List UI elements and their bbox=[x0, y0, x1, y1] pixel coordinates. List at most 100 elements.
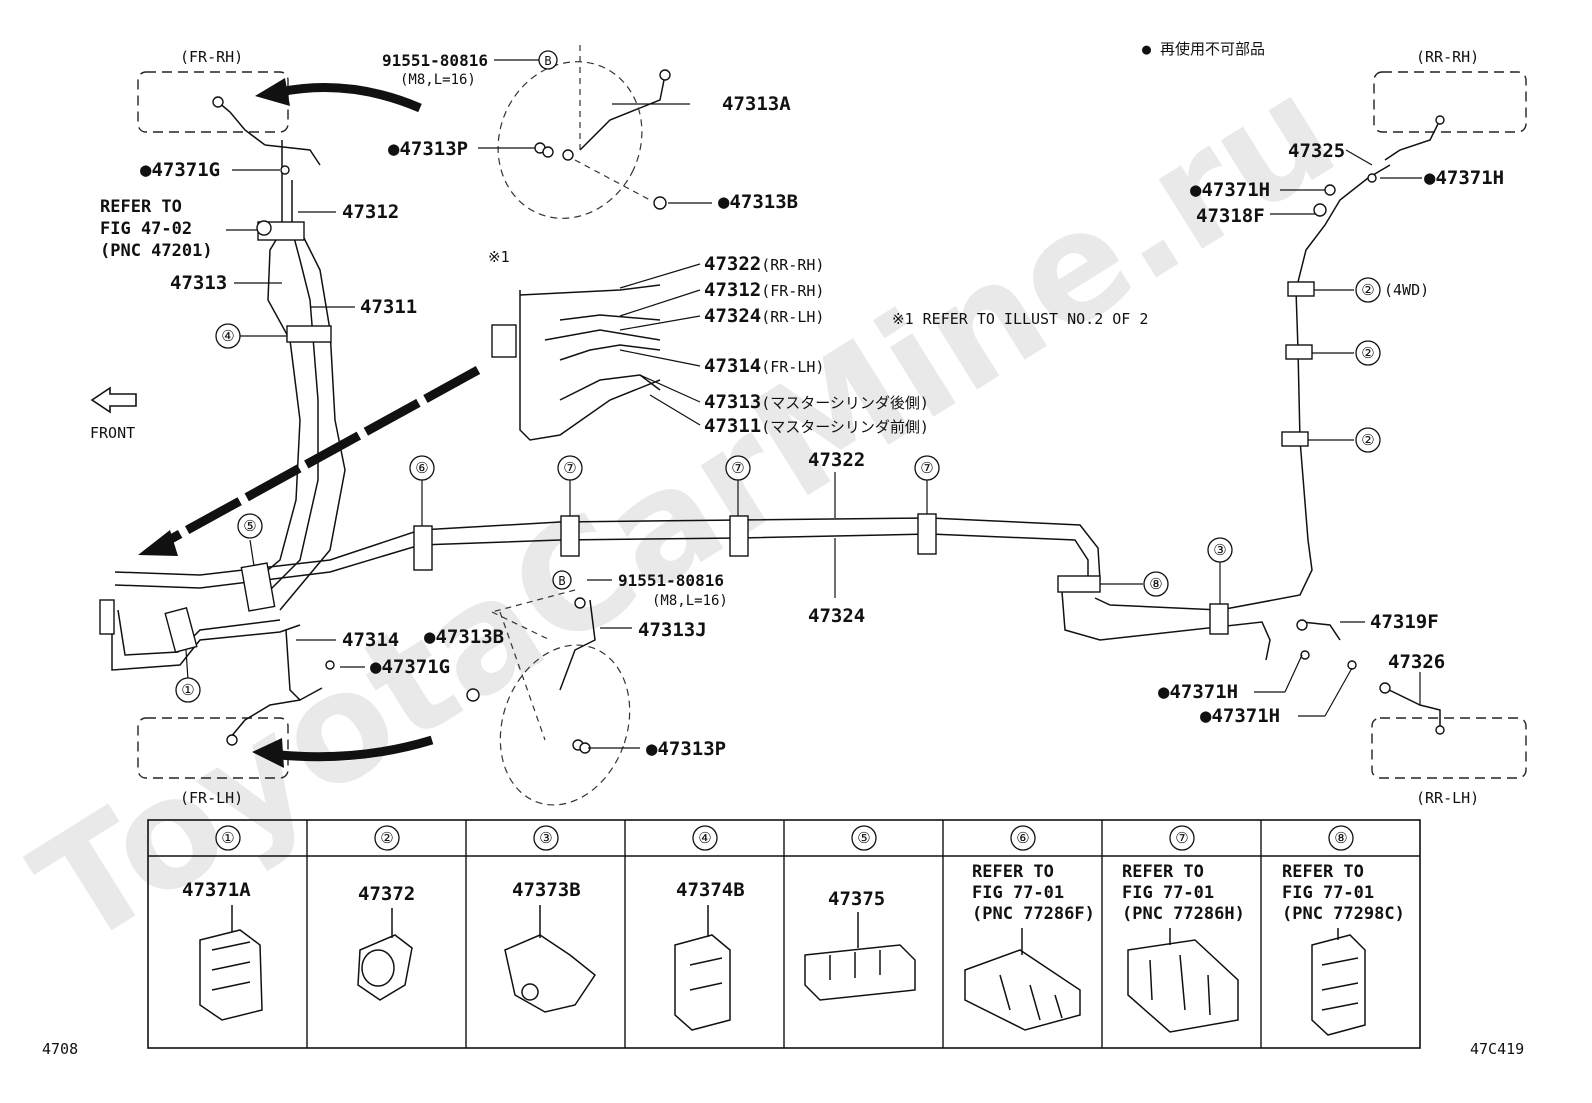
svg-text:47324(RR-LH): 47324(RR-LH) bbox=[704, 305, 824, 327]
front-arrow-icon bbox=[90, 386, 137, 414]
part-47325: 47325 bbox=[1288, 140, 1345, 162]
part-47322: 47322 bbox=[808, 449, 865, 471]
clip-tag-4wd: (4WD) bbox=[1384, 281, 1429, 299]
title-note: ● 再使用不可部品 bbox=[1142, 40, 1265, 58]
callout-list: 47322(RR-RH) 47312(FR-RH) 47324(RR-LH) 4… bbox=[704, 253, 929, 437]
part-47371H-d: ●47371H bbox=[1200, 705, 1280, 727]
svg-text:47313(マスターシリンダ後側): 47313(マスターシリンダ後側) bbox=[704, 391, 929, 413]
clip-47371A-icon bbox=[199, 905, 263, 1021]
fittings bbox=[212, 69, 1445, 754]
table-num-2: ② bbox=[380, 829, 393, 847]
svg-text:⑦: ⑦ bbox=[920, 459, 933, 477]
leader-lines bbox=[185, 59, 1422, 749]
svg-text:②: ② bbox=[1361, 431, 1374, 449]
bolt-bottom-pn: 91551-80816 bbox=[618, 571, 724, 590]
table-num-7: ⑦ bbox=[1175, 829, 1188, 847]
svg-text:(PNC 77286H): (PNC 77286H) bbox=[1122, 904, 1245, 924]
clip-table: ① ② ③ ④ ⑤ ⑥ ⑦ ⑧ 47371A 47372 47373B 4737… bbox=[147, 819, 1421, 1049]
table-part-47373B: 47373B bbox=[512, 879, 581, 901]
wheel-box-fr-lh: (FR-LH) bbox=[137, 717, 289, 807]
clip-47372-icon bbox=[357, 908, 413, 1001]
svg-text:⑤: ⑤ bbox=[243, 517, 256, 535]
clip-77286F-icon bbox=[964, 928, 1081, 1031]
page-code-left: 4708 bbox=[42, 1040, 78, 1058]
table-num-8: ⑧ bbox=[1334, 829, 1347, 847]
svg-text:(FR-LH): (FR-LH) bbox=[180, 789, 243, 807]
page-code-right: 47C419 bbox=[1470, 1040, 1524, 1058]
ref-mark: ※1 bbox=[488, 248, 510, 266]
table-num-4: ④ bbox=[698, 829, 711, 847]
refer-47-02-line1: REFER TO bbox=[100, 197, 182, 217]
part-47371H-a: ●47371H bbox=[1424, 167, 1504, 189]
front-label: FRONT bbox=[90, 424, 135, 442]
part-47324: 47324 bbox=[808, 605, 865, 627]
svg-text:⑦: ⑦ bbox=[563, 459, 576, 477]
wheel-box-rr-lh: (RR-LH) bbox=[1371, 717, 1527, 807]
detail-circle-top bbox=[497, 61, 643, 219]
table-part-47375: 47375 bbox=[828, 888, 885, 910]
part-47318F: 47318F bbox=[1196, 205, 1265, 227]
table-part-47371A: 47371A bbox=[182, 879, 251, 901]
wheel-box-rr-rh: (RR-RH) bbox=[1373, 48, 1527, 133]
svg-text:②: ② bbox=[1361, 344, 1374, 362]
part-47313J: 47313J bbox=[638, 619, 707, 641]
clip-callout-labels: ④ ⑤ ① ⑥ ⑦ ⑦ ⑦ ⑧ ③ ② ② ② B B bbox=[181, 54, 1374, 699]
watermark: ToyotaCarMine.ru bbox=[7, 43, 1364, 981]
table-num-5: ⑤ bbox=[857, 829, 870, 847]
svg-text:47322(RR-RH): 47322(RR-RH) bbox=[704, 253, 824, 275]
arrow-icon bbox=[252, 735, 434, 768]
part-47313A: 47313A bbox=[722, 93, 791, 115]
bolt-top-pn: 91551-80816 bbox=[382, 51, 488, 70]
clip-callouts bbox=[175, 50, 1381, 703]
part-47311: 47311 bbox=[360, 296, 417, 318]
table-num-1: ① bbox=[221, 829, 234, 847]
svg-text:(FR-RH): (FR-RH) bbox=[180, 48, 243, 66]
svg-text:B: B bbox=[544, 54, 551, 68]
clip-47374B-icon bbox=[674, 905, 731, 1031]
svg-text:(RR-RH): (RR-RH) bbox=[1416, 48, 1479, 66]
svg-text:47314(FR-LH): 47314(FR-LH) bbox=[704, 355, 824, 377]
part-47313P-top: ●47313P bbox=[388, 138, 468, 160]
clip-77298C-icon bbox=[1311, 928, 1366, 1036]
dashed-leaders bbox=[491, 45, 651, 741]
clip-47375-icon bbox=[804, 912, 916, 1001]
table-num-3: ③ bbox=[539, 829, 552, 847]
part-47312: 47312 bbox=[342, 201, 399, 223]
svg-text:①: ① bbox=[181, 681, 194, 699]
svg-text:⑧: ⑧ bbox=[1149, 575, 1162, 593]
detail-circle-bottom bbox=[499, 644, 631, 806]
clip-illustrations bbox=[199, 905, 1366, 1036]
refer-47-02-line3: (PNC 47201) bbox=[100, 241, 213, 261]
clip-77286H-icon bbox=[1127, 928, 1239, 1033]
arrow-icon bbox=[255, 78, 422, 113]
part-labels: 91551-80816 (M8,L=16) 47313A ●47313P ●47… bbox=[100, 51, 1504, 760]
bolt-top-spec: (M8,L=16) bbox=[400, 72, 476, 88]
refer-47-02-line2: FIG 47-02 bbox=[100, 219, 192, 239]
svg-text:47312(FR-RH): 47312(FR-RH) bbox=[704, 279, 824, 301]
clip-bands bbox=[99, 221, 1315, 654]
svg-text:FIG 77-01: FIG 77-01 bbox=[1122, 883, 1214, 903]
svg-text:FIG 77-01: FIG 77-01 bbox=[972, 883, 1064, 903]
svg-text:②: ② bbox=[1361, 281, 1374, 299]
svg-text:(RR-LH): (RR-LH) bbox=[1416, 789, 1479, 807]
svg-text:REFER TO: REFER TO bbox=[1122, 862, 1204, 882]
part-47371H-c: ●47371H bbox=[1158, 681, 1238, 703]
svg-text:⑥: ⑥ bbox=[415, 459, 428, 477]
part-47313: 47313 bbox=[170, 272, 227, 294]
svg-text:④: ④ bbox=[221, 327, 234, 345]
ref-note: ※1 REFER TO ILLUST NO.2 OF 2 bbox=[892, 310, 1148, 328]
svg-text:FIG 77-01: FIG 77-01 bbox=[1282, 883, 1374, 903]
part-47326: 47326 bbox=[1388, 651, 1445, 673]
bolt-bottom-spec: (M8,L=16) bbox=[652, 593, 728, 609]
arrow-icon bbox=[138, 366, 481, 556]
svg-text:B: B bbox=[558, 574, 565, 588]
part-47313B-top: ●47313B bbox=[718, 191, 798, 213]
part-47371G-top: ●47371G bbox=[140, 159, 220, 181]
part-47313P-bot: ●47313P bbox=[646, 738, 726, 760]
svg-text:47311(マスターシリンダ前側): 47311(マスターシリンダ前側) bbox=[704, 415, 929, 437]
part-47371H-b: ●47371H bbox=[1190, 179, 1270, 201]
table-part-47372: 47372 bbox=[358, 883, 415, 905]
svg-text:③: ③ bbox=[1213, 541, 1226, 559]
svg-text:⑦: ⑦ bbox=[731, 459, 744, 477]
